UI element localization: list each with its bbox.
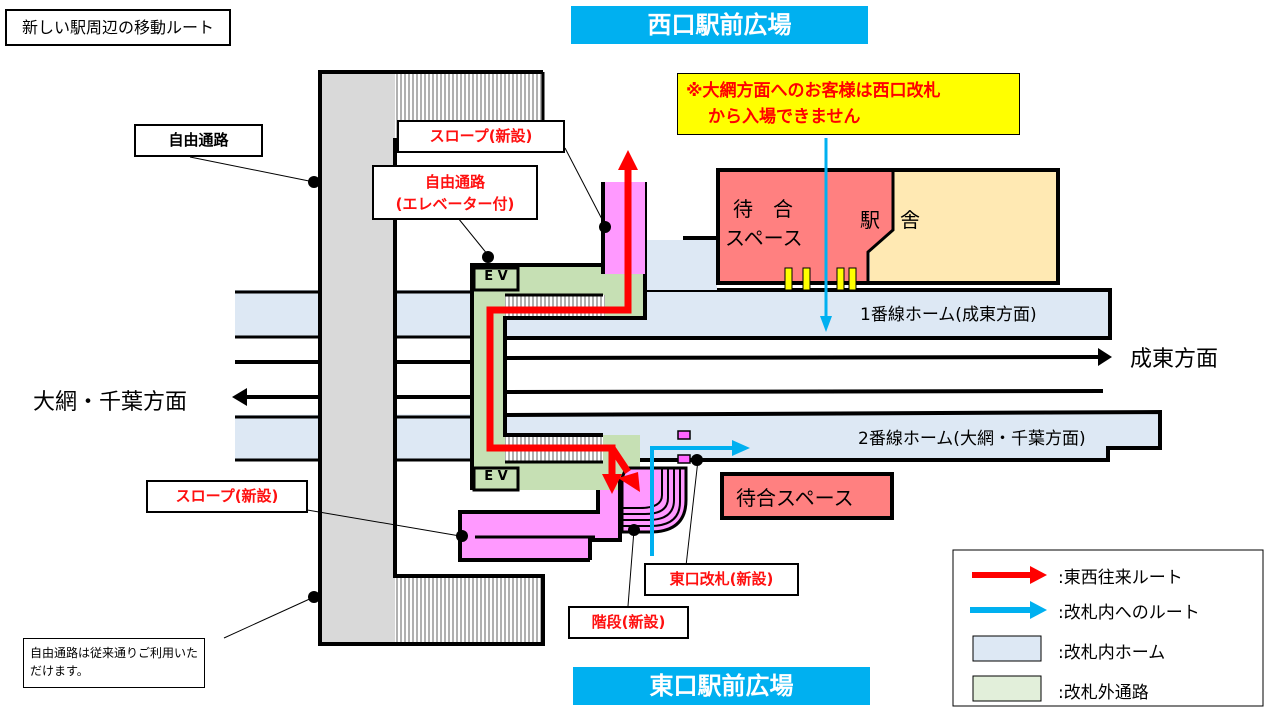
legend-swatch-platform	[972, 635, 1042, 662]
free-passage-ev-line2: (エレベーター付)	[395, 195, 515, 213]
ev-top-text: E V	[484, 269, 508, 284]
stairs-new-label: 階段(新設)	[568, 606, 689, 639]
gate-4	[848, 267, 857, 291]
platform-1	[235, 290, 1110, 338]
platform-2-label: 2番線ホーム(大網・千葉方面)	[858, 429, 1086, 449]
platform-1-label: 1番線ホーム(成東方面)	[860, 305, 1037, 325]
slope-bottom	[460, 490, 620, 560]
east-plaza-banner: 東口駅前広場	[573, 667, 870, 705]
legend-swatch-passage	[972, 675, 1042, 702]
legend-label-platform: :改札内ホーム	[1058, 643, 1166, 663]
waiting-space-east	[720, 472, 894, 520]
west-plaza-banner: 西口駅前広場	[571, 6, 868, 44]
legend-label-passage: :改札外通路	[1058, 683, 1149, 703]
east-arrow-head	[1098, 348, 1112, 366]
gate-1	[784, 267, 793, 291]
free-passage-ev-line1: 自由通路	[424, 173, 485, 191]
station-building-left: 駅	[860, 208, 880, 232]
notice-box: ※大網方面へのお客様は西口改札 から入場できません	[677, 73, 1020, 135]
free-passage-note-line2: だけます。	[30, 664, 89, 678]
legend-label-blue: :改札内へのルート	[1058, 603, 1200, 623]
direction-east: 成東方面	[1130, 347, 1219, 372]
station-building	[870, 170, 1058, 283]
waiting-space-west	[718, 170, 893, 285]
ev-bottom-text: E V	[484, 469, 508, 484]
notice-line2: から入場できません	[708, 107, 861, 127]
station-building-right: 舎	[900, 208, 920, 232]
free-passage-note-line1: 自由通路は従来通りご利用いた	[30, 646, 199, 660]
free-passage-gray	[320, 72, 395, 644]
slope-new-top-label: スロープ(新設)	[397, 120, 565, 153]
gate-box-2	[677, 454, 691, 464]
waiting-space-west-line2: スペース	[725, 226, 803, 250]
legend-label-red: :東西往来ルート	[1058, 568, 1183, 588]
direction-west: 大網・千葉方面	[33, 390, 188, 415]
platform-2	[235, 412, 1160, 460]
notice-line1: ※大網方面へのお客様は西口改札	[686, 81, 941, 101]
east-gate-new-label: 東口改札(新設)	[644, 563, 799, 596]
gate-2	[802, 267, 811, 291]
west-arrow-head	[232, 388, 247, 406]
free-passage-note: 自由通路は従来通りご利用いた だけます。	[23, 638, 205, 688]
waiting-space-west-line1: 待 合	[733, 197, 793, 221]
east-waiting-space-label: 待合スペース	[736, 486, 854, 510]
ev-top	[472, 266, 520, 292]
free-passage-label: 自由通路	[134, 124, 263, 157]
slope-new-bottom-label: スロープ(新設)	[146, 480, 308, 513]
platform-2-outline	[504, 409, 1162, 462]
gate-box-1	[677, 430, 691, 440]
page-title: 新しい駅周辺の移動ルート	[5, 9, 231, 46]
free-passage-ev-label: 自由通路 (エレベーター付)	[372, 165, 538, 220]
gate-3	[836, 267, 845, 291]
ev-bottom	[472, 466, 520, 492]
route-blue-east	[650, 446, 735, 556]
